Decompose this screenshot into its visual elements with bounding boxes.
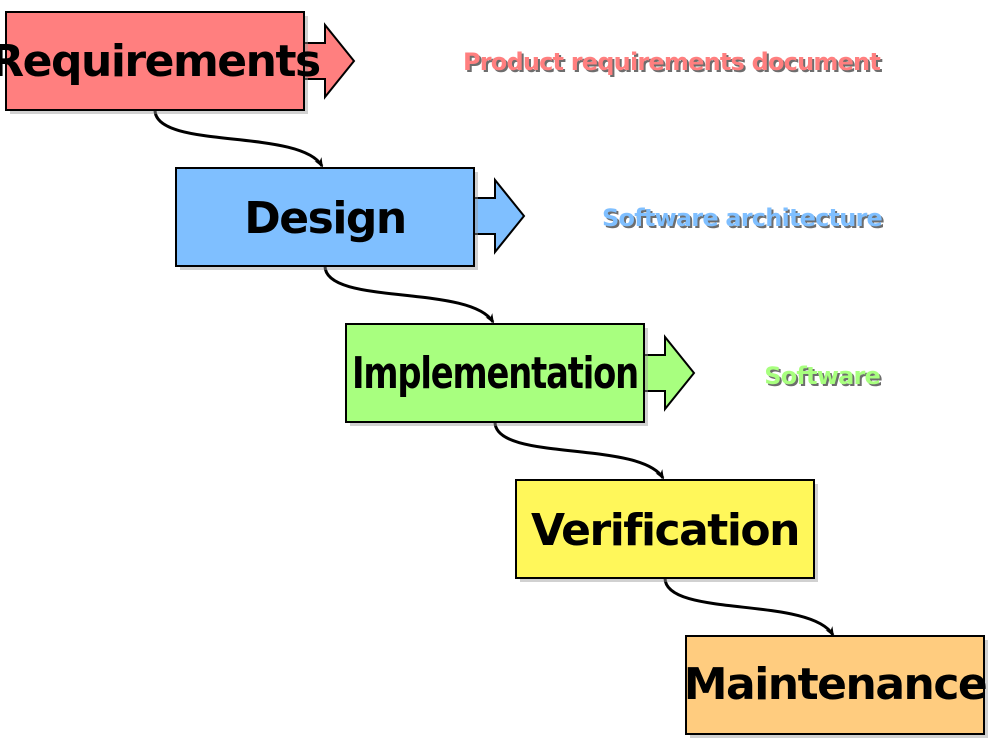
stage-label: Design xyxy=(244,193,405,244)
stage-requirements: Requirements Product requirements docume… xyxy=(0,11,883,114)
stage-box xyxy=(5,11,305,111)
stage-label: Implementation xyxy=(352,348,638,399)
stage-label: Maintenance xyxy=(684,659,987,710)
stage-verification: Verification xyxy=(515,479,818,582)
connector-design-implementation xyxy=(323,265,495,324)
stage-label: Verification xyxy=(531,505,799,556)
connector-verification-maintenance xyxy=(663,577,835,637)
output-arrow xyxy=(642,334,696,412)
output-label-shadow: Software architecture xyxy=(604,206,884,234)
stage-box xyxy=(175,167,475,267)
stage-design: Design Software architecture Software ar… xyxy=(175,167,885,270)
output-label: Software xyxy=(764,362,880,390)
stage-label: Requirements xyxy=(0,36,320,87)
output-label-shadow: Product requirements document xyxy=(465,50,882,78)
output-arrow xyxy=(472,177,526,255)
output-arrow xyxy=(302,22,356,100)
stage-implementation: Implementation Software Software xyxy=(345,323,883,426)
stage-box xyxy=(685,635,985,735)
connector-requirements-design xyxy=(153,109,324,168)
output-label: Software architecture xyxy=(602,204,882,232)
connector-implementation-verification xyxy=(493,421,665,480)
output-label-shadow: Software xyxy=(766,364,882,392)
stage-maintenance: Maintenance xyxy=(684,635,988,738)
stage-box xyxy=(345,323,645,423)
output-label: Product requirements document xyxy=(463,48,880,76)
stage-box xyxy=(515,479,815,579)
connectors xyxy=(153,109,835,637)
